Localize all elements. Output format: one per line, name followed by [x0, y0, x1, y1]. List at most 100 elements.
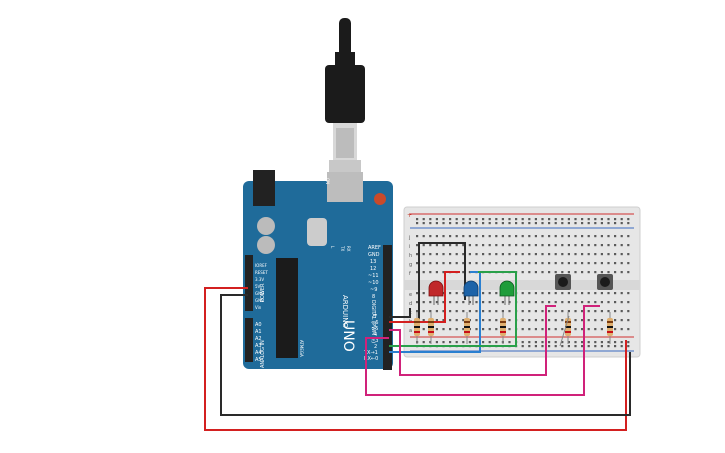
breadboard-hole [429, 244, 432, 247]
breadboard-hole [607, 253, 610, 256]
breadboard-hole [627, 244, 630, 247]
breadboard-hole [574, 235, 577, 238]
breadboard-hole [561, 310, 564, 313]
breadboard-hole [508, 218, 511, 221]
breadboard-hole [567, 271, 570, 274]
breadboard-hole [541, 271, 544, 274]
breadboard-hole [488, 218, 491, 221]
breadboard-hole [587, 310, 590, 313]
plus-rail-label: + [407, 212, 412, 219]
breadboard-hole [587, 222, 590, 225]
breadboard-hole [561, 292, 564, 295]
breadboard-hole [627, 301, 630, 304]
breadboard-hole [429, 341, 432, 344]
breadboard-hole [442, 222, 445, 225]
breadboard-hole [455, 319, 458, 322]
pin-label: AREF [368, 245, 381, 251]
wire-blue-led [389, 271, 481, 353]
breadboard-hole [614, 328, 617, 331]
breadboard-hole [416, 271, 419, 274]
breadboard-hole [462, 235, 465, 238]
breadboard-hole [534, 218, 537, 221]
breadboard-hole [567, 310, 570, 313]
pin-label: 8 [372, 294, 375, 300]
breadboard-hole [594, 301, 597, 304]
breadboard-hole [534, 345, 537, 348]
breadboard-hole [594, 292, 597, 295]
breadboard-hole [534, 292, 537, 295]
breadboard-hole [416, 244, 419, 247]
breadboard-hole [620, 301, 623, 304]
breadboard-hole [468, 262, 471, 265]
wire-magenta-btn1 [389, 305, 556, 376]
breadboard-hole [561, 244, 564, 247]
resistors[interactable] [414, 312, 613, 347]
breadboard-hole [435, 310, 438, 313]
breadboard-hole [600, 319, 603, 322]
breadboard-hole [435, 262, 438, 265]
breadboard-hole [600, 235, 603, 238]
pushbuttons[interactable] [555, 274, 613, 290]
row-letter: g [409, 262, 412, 268]
row-letter: f [409, 271, 411, 277]
breadboard-hole [475, 328, 478, 331]
breadboard-hole [455, 218, 458, 221]
breadboard-hole [607, 222, 610, 225]
breadboard-hole [442, 271, 445, 274]
arduino-uno-board[interactable]: ARDUINO UNO POWER ANALOG IN DIGITAL (PWM… [243, 170, 393, 370]
breadboard-hole [587, 328, 590, 331]
pin-label: A1 [255, 329, 262, 335]
breadboard-hole [416, 235, 419, 238]
breadboard-hole [541, 310, 544, 313]
breadboard-hole [468, 244, 471, 247]
breadboard-hole [561, 262, 564, 265]
breadboard-hole [449, 262, 452, 265]
breadboard-hole [574, 310, 577, 313]
breadboard-hole [449, 292, 452, 295]
breadboard-hole [567, 235, 570, 238]
on-label: ON [325, 178, 330, 184]
wires[interactable] [204, 242, 631, 431]
breadboard-hole [422, 341, 425, 344]
breadboard-hole [468, 310, 471, 313]
breadboard-hole [587, 218, 590, 221]
breadboard-hole [521, 328, 524, 331]
breadboard-hole [607, 345, 610, 348]
breadboard-hole [541, 235, 544, 238]
breadboard-hole [488, 328, 491, 331]
model-label: UNO [340, 320, 356, 352]
breadboard-hole [435, 319, 438, 322]
breadboard-hole [495, 341, 498, 344]
breadboard-hole [508, 328, 511, 331]
breadboard-hole [475, 244, 478, 247]
breadboard-hole [422, 218, 425, 221]
breadboard-hole [627, 235, 630, 238]
breadboard-hole [435, 218, 438, 221]
breadboard-hole [442, 328, 445, 331]
breadboard-hole [554, 262, 557, 265]
breadboard-hole [594, 328, 597, 331]
breadboard-hole [594, 262, 597, 265]
breadboard-hole [462, 271, 465, 274]
breadboard-hole [521, 345, 524, 348]
breadboard-hole [416, 253, 419, 256]
breadboard-hole [581, 262, 584, 265]
breadboard-hole [627, 328, 630, 331]
breadboard-hole [475, 301, 478, 304]
breadboard-hole [449, 218, 452, 221]
pushbutton-2 [597, 274, 613, 290]
breadboard-hole [541, 341, 544, 344]
breadboard-hole [541, 301, 544, 304]
breadboard-hole [561, 222, 564, 225]
breadboard-hole [594, 271, 597, 274]
breadboard-hole [581, 235, 584, 238]
leds[interactable] [428, 280, 515, 305]
breadboard-hole [468, 341, 471, 344]
breadboard-hole [528, 271, 531, 274]
pin-label: ~10 [368, 280, 379, 286]
pin-label: A5 [255, 357, 262, 363]
breadboard-hole [422, 262, 425, 265]
breadboard-hole [455, 235, 458, 238]
breadboard-hole [508, 341, 511, 344]
